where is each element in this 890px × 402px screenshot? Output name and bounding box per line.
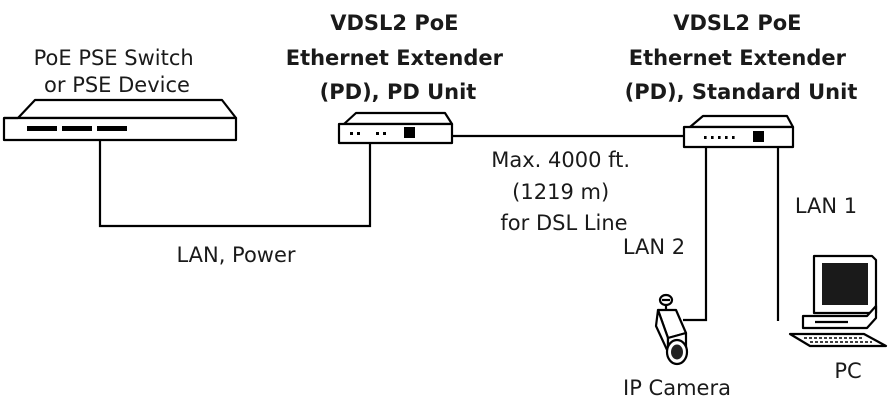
ip-camera-label: IP Camera — [623, 376, 731, 400]
switch-label-line-1: PoE PSE Switch — [34, 46, 194, 70]
standard-unit-label-line-2: Ethernet Extender — [629, 46, 847, 70]
dsl-line-label-line-3: for DSL Line — [500, 211, 627, 235]
poe-switch — [2, 98, 238, 142]
pd-unit-extender — [337, 111, 454, 145]
standard-unit-extender — [682, 114, 795, 149]
ip-camera-icon — [654, 293, 689, 366]
pd-unit-label-line-3: (PD), PD Unit — [320, 80, 477, 104]
lan2-line — [683, 147, 708, 322]
pd-unit-label-line-1: VDSL2 PoE — [330, 11, 458, 35]
standard-unit-label-line-3: (PD), Standard Unit — [625, 80, 858, 104]
lan-power-label: LAN, Power — [176, 243, 295, 267]
keyboard-keys-icon — [804, 337, 872, 343]
lan-power-line — [98, 140, 372, 228]
svg-text:PoE PSE Switch or PSE Devi: PoE PSE Switch or PSE Device — [34, 46, 201, 97]
switch-ports-icon — [27, 126, 127, 131]
pd-unit-leds-icon — [350, 127, 415, 138]
pc-label: PC — [834, 359, 861, 383]
dsl-line-label-line-2: (1219 m) — [512, 180, 609, 204]
pc-icon — [788, 254, 888, 348]
lan1-label: LAN 1 — [795, 194, 857, 218]
switch-label-line-2: or PSE Device — [44, 73, 190, 97]
standard-unit-label-line-1: VDSL2 PoE — [673, 11, 801, 35]
svg-text:VDSL2 PoE Ethernet Extende: VDSL2 PoE Ethernet Extender (PD), Standa… — [625, 11, 858, 104]
lan2-label: LAN 2 — [623, 235, 685, 259]
pd-unit-label-line-2: Ethernet Extender — [286, 46, 504, 70]
svg-text:VDSL2 PoE Ethernet Extende: VDSL2 PoE Ethernet Extender (PD), PD Uni… — [286, 11, 511, 104]
standard-unit-leds-icon — [704, 131, 764, 142]
svg-text:Max. 4000 ft. (1219 m): Max. 4000 ft. (1219 m) for DSL Line — [491, 148, 637, 235]
dsl-line-label-line-1: Max. 4000 ft. — [491, 148, 630, 172]
